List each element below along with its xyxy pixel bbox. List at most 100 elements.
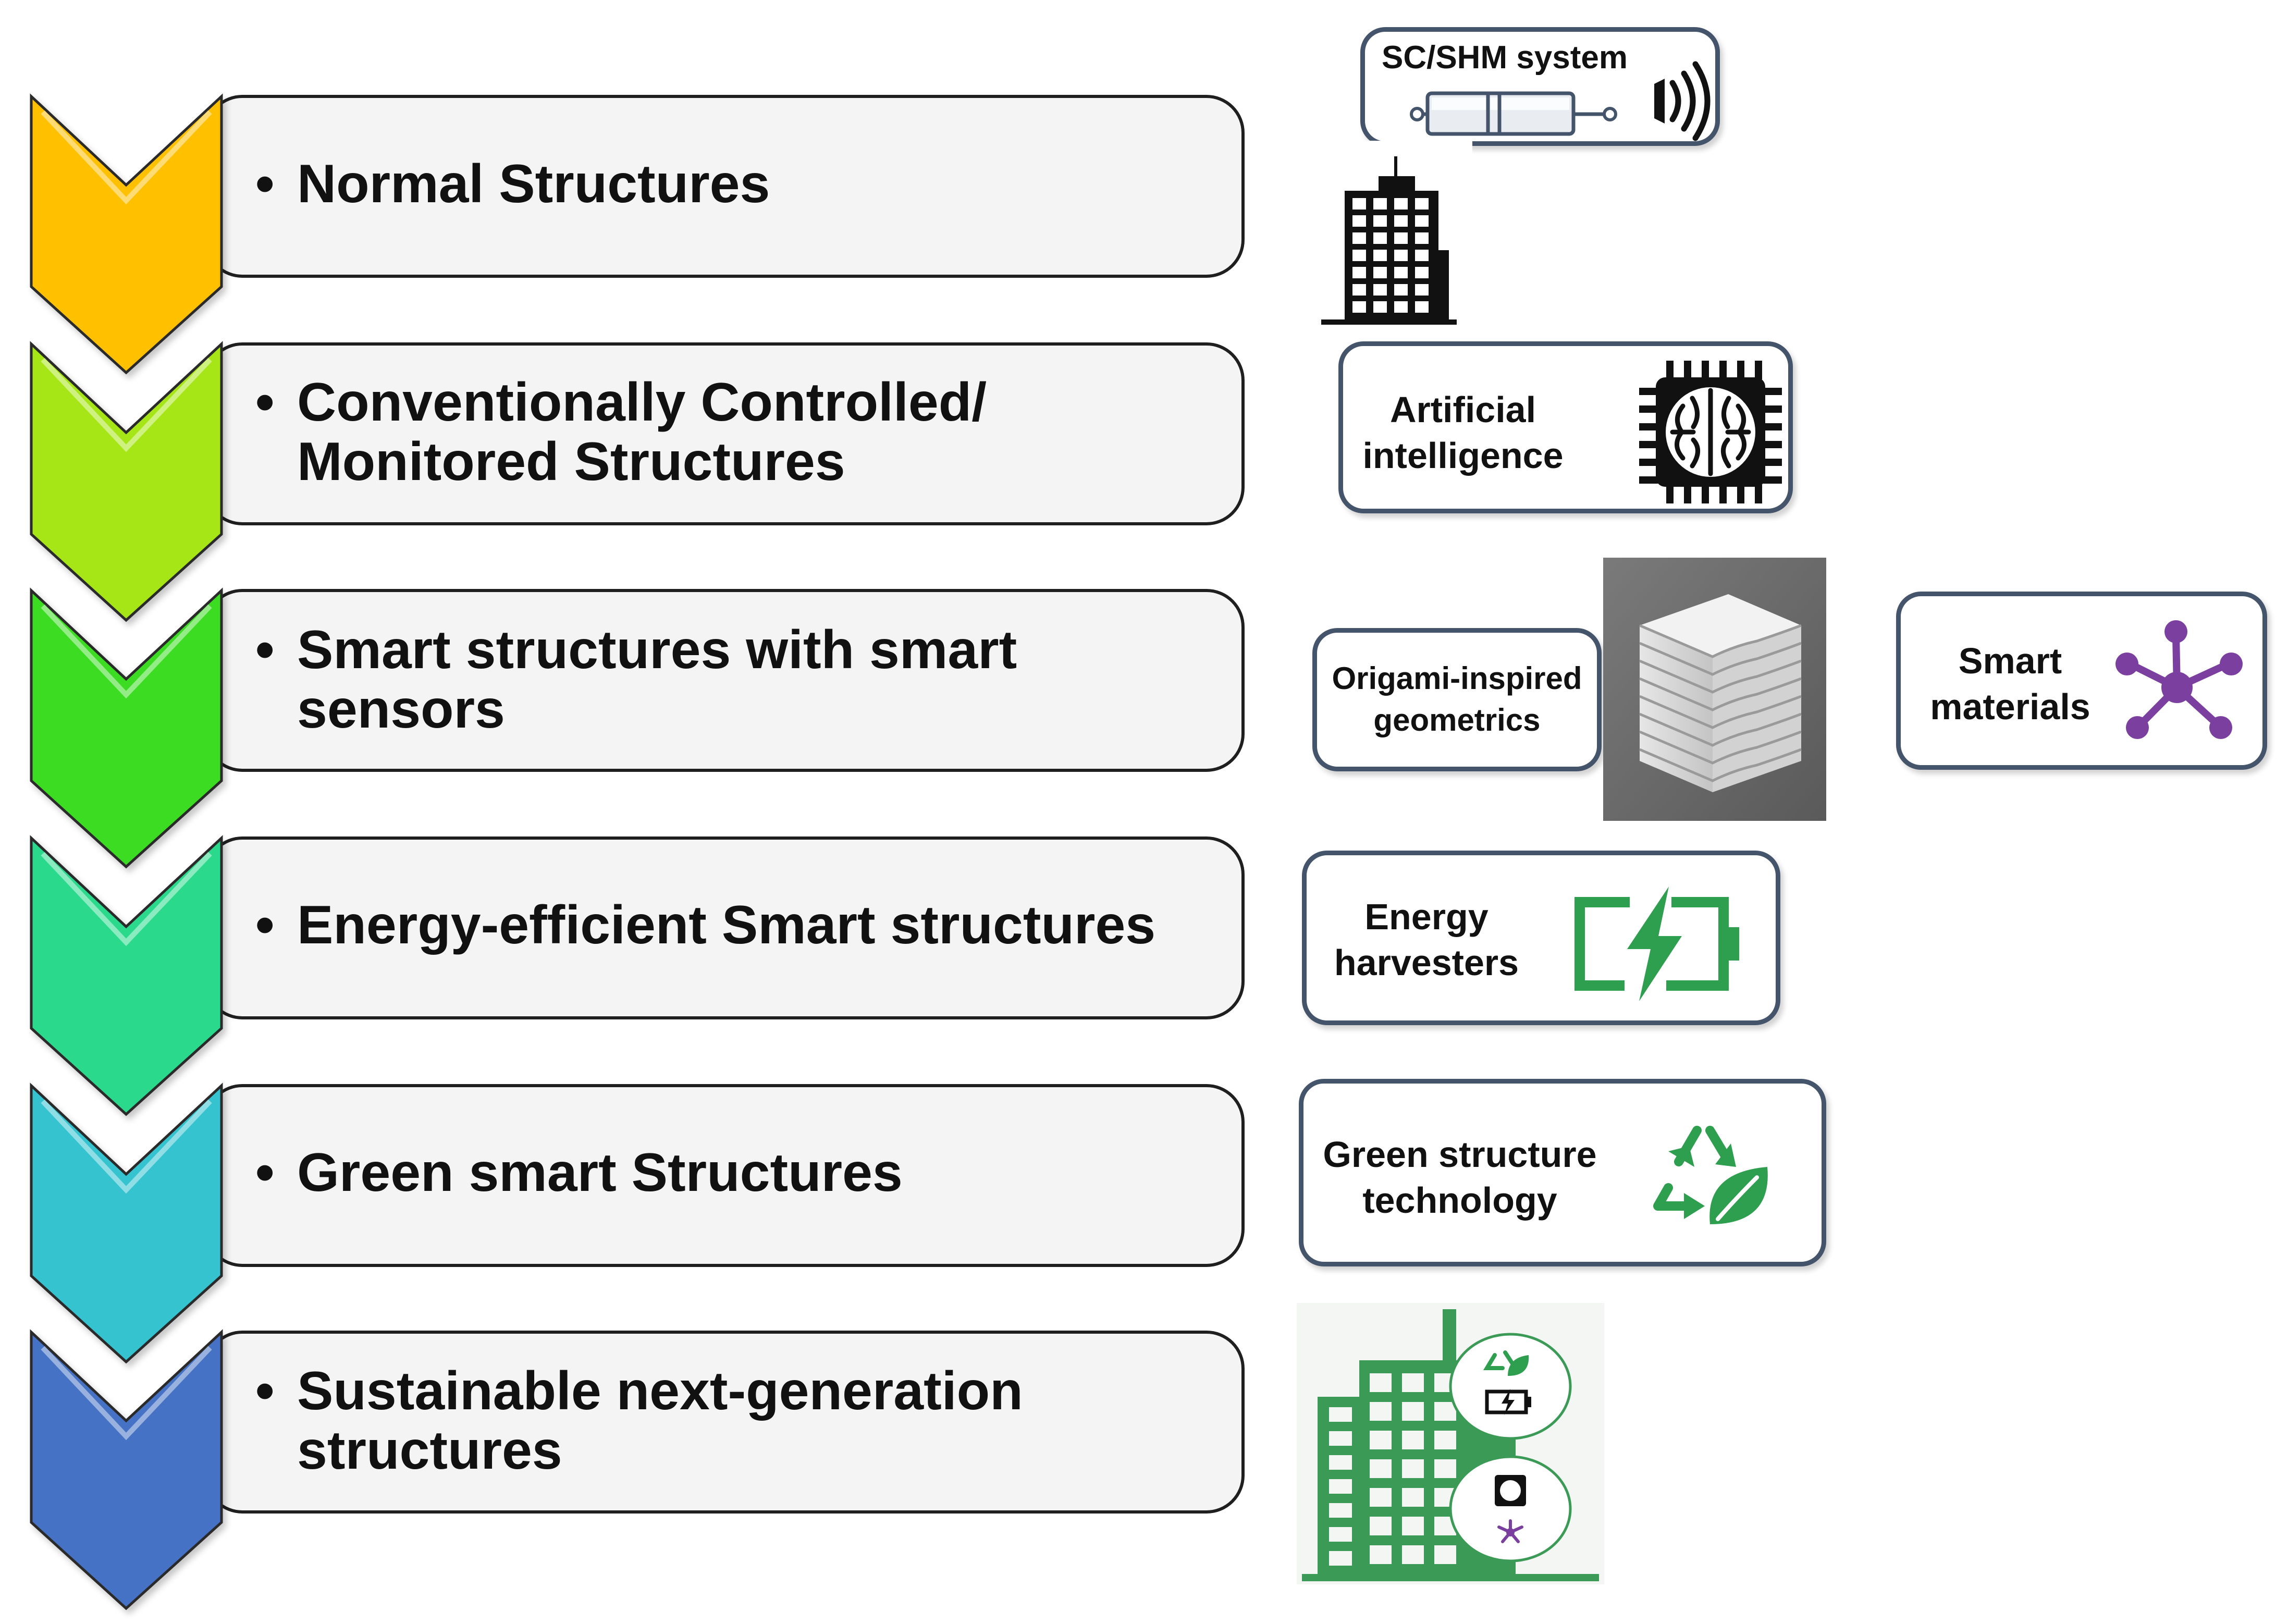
chip-pin [1639,423,1658,430]
green-building-window [1370,1402,1392,1421]
green-building-window [1329,1527,1352,1542]
origami-box: Origami-inspired geometrics [1312,628,1602,771]
chip-pin [1763,423,1782,430]
chip-pin [1639,441,1658,448]
stage-text-6a: Sustainable next-generation [297,1361,1023,1421]
building-window [1373,267,1387,278]
building-window [1373,215,1387,227]
chip-pin [1763,441,1782,448]
building-window [1352,301,1366,313]
chip-pin [1763,459,1782,466]
origami-ridge [1639,624,1802,658]
ai-label: Artificial intelligence [1362,389,1564,476]
green-building-window [1402,1459,1424,1478]
chip-pin [1639,459,1658,466]
smart-materials-label: Smart materials [1930,641,2090,727]
origami-ridge [1639,642,1802,676]
chip-pin [1763,405,1782,413]
stage-text-2b: Monitored Structures [297,432,845,492]
chip-pin [1719,485,1727,503]
chip-pin [1755,485,1762,503]
green-building-window [1370,1459,1392,1478]
chip-pin [1763,476,1782,484]
origami-block-photo [1603,558,1826,821]
building-window [1373,198,1387,210]
green-building-window [1370,1373,1392,1392]
green-tech-box: Green structure technology [1299,1079,1826,1266]
green-building-window [1402,1431,1424,1449]
green-building-window [1434,1459,1456,1478]
building-window [1415,232,1429,244]
brain-chip-icon [1639,361,1782,503]
chip-pin [1639,476,1658,484]
stage-chevron-6 [30,1329,223,1610]
green-building-window [1329,1431,1352,1446]
stage-chevron-5 [30,1082,223,1364]
stage-text-6b: structures [297,1420,562,1481]
building-window [1394,250,1408,261]
green-tech-label: Green structure technology [1323,1134,1597,1221]
chip-pin [1666,361,1674,379]
green-building-window [1434,1545,1456,1564]
energy-label: Energy harvesters [1334,896,1519,983]
origami-ridge [1639,677,1802,711]
chip-pin [1737,361,1744,379]
building-window [1415,215,1429,227]
green-building-window [1402,1517,1424,1535]
chip-pin [1639,388,1658,395]
green-building-window [1329,1455,1352,1470]
building-window [1352,215,1366,227]
ai-box: Artificial intelligence [1338,341,1793,513]
building-icon [1306,141,1472,328]
building-window [1394,301,1408,313]
energy-box: Energy harvesters [1302,851,1780,1025]
chip-pin [1755,361,1762,379]
chip-pin [1763,388,1782,395]
green-building-window [1402,1373,1424,1392]
building-window [1352,232,1366,244]
recycle-leaf-icon [1653,1126,1768,1224]
green-building-window [1370,1431,1392,1449]
origami-ridge [1639,748,1802,782]
building-window [1415,198,1429,210]
green-building-icon [1297,1303,1604,1584]
chip-pin [1737,485,1744,503]
green-building-window [1402,1545,1424,1564]
stage-text-2a: Conventionally Controlled/ [297,372,987,433]
green-building-window [1434,1431,1456,1449]
damper-wireless-icon [1410,61,1711,141]
green-building-window [1402,1488,1424,1507]
stage-text-5: Green smart Structures [297,1142,903,1203]
green-building-window [1434,1402,1456,1421]
stage-chevron-highlight-5 [41,1099,212,1194]
chip-pin [1684,485,1691,503]
building-window [1352,284,1366,296]
building-window [1352,198,1366,210]
building-window [1415,284,1429,296]
smart-materials-box: Smart materials [1896,592,2267,770]
stage-chevron-3 [30,587,223,869]
chip-pin [1666,485,1674,503]
stage-text-3b: sensors [297,679,505,740]
charging-battery-icon [1574,887,1739,1001]
stage-text-3a: Smart structures with smart [297,620,1017,680]
stage-chevron-4 [30,835,223,1116]
origami-label: Origami-inspired geometrics [1332,661,1582,737]
stage-text-1: Normal Structures [297,154,770,214]
stage-chevron-highlight-1 [41,110,212,205]
building-window [1415,267,1429,278]
building-window [1415,301,1429,313]
stage-text-4: Energy-efficient Smart structures [297,895,1156,955]
green-building-window [1370,1488,1392,1507]
origami-ridge [1639,712,1802,747]
stage-chevron-highlight-6 [41,1346,212,1441]
chip-pin [1702,361,1709,379]
building-window [1352,267,1366,278]
green-building-window [1402,1402,1424,1421]
origami-ridge [1639,730,1802,765]
shm-system-label: SC/SHM system [1381,40,1628,76]
building-window [1373,284,1387,296]
stage-chevron-highlight-4 [41,852,212,946]
green-building-window [1329,1479,1352,1494]
